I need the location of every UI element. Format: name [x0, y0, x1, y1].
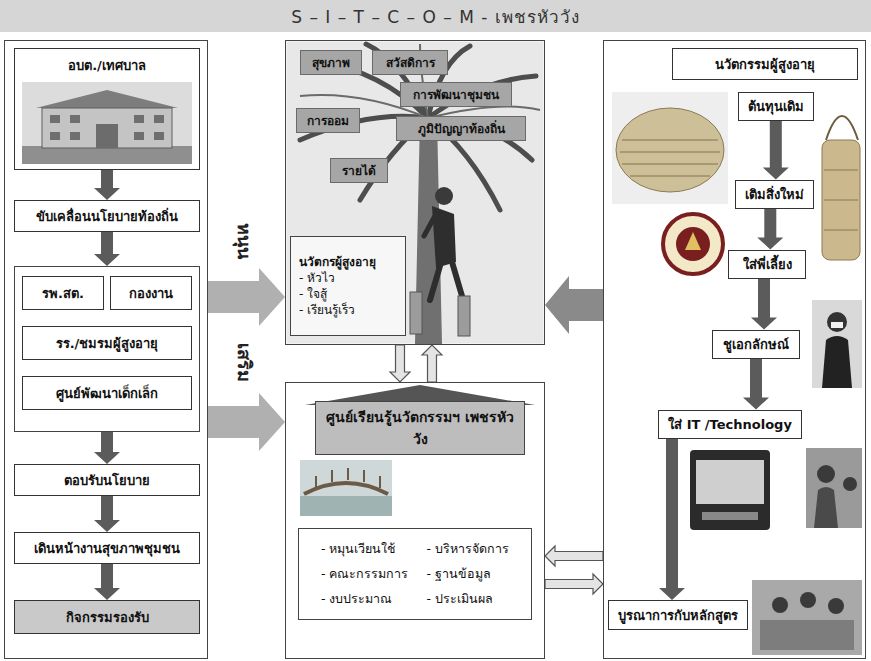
box-text: - หัวไว	[299, 270, 335, 286]
step-box: ใส่ IT /Technology	[658, 410, 802, 439]
block-arrow	[743, 359, 769, 410]
block-arrow	[757, 209, 783, 250]
box-text: ศูนย์พัฒนาเด็กเล็ก	[56, 383, 158, 404]
students-photo	[806, 448, 862, 528]
block-arrow	[208, 393, 285, 451]
block-arrow	[545, 546, 603, 566]
box-text: การออม	[307, 111, 349, 130]
tree-tag: การพัฒนาชุมชน	[400, 82, 512, 107]
box-text: - ใจสู้	[299, 286, 327, 302]
box-text: อบต./เทศบาล	[68, 55, 146, 76]
step-box: ชูเอกลักษณ์	[712, 330, 800, 359]
box-text: ชูเอกลักษณ์	[723, 334, 789, 355]
tree-tag: ภูมิปัญญาท้องถิ่น	[396, 116, 526, 141]
block-arrow	[751, 279, 777, 330]
column-panel: นวัตกรรมผู้สูงอายุต้นทุนเดิมเติมสิ่งใหม่…	[603, 40, 866, 659]
school-logo	[663, 214, 723, 274]
step-box: ต้นทุนเดิม	[738, 92, 814, 121]
tree-tag: สุขภาพ	[300, 50, 362, 75]
process-box: กิจกรรมรองรับ	[14, 600, 200, 634]
box-text: สวัสดิการ	[386, 53, 435, 72]
step-box: ใส่พี่เลี้ยง	[728, 250, 806, 279]
block-arrow	[545, 574, 603, 594]
block-arrow	[94, 432, 120, 464]
box-text: - หมุนเวียนใช้	[321, 539, 408, 559]
box-text: เติมสิ่งใหม่	[745, 184, 804, 205]
title-text: S – I – T – C – O – M - เพชรหัววัง	[291, 3, 580, 30]
heading-box: นวัตกรรมผู้สูงอายุ	[672, 48, 858, 80]
tree-tag: รายได้	[330, 158, 388, 183]
process-box: ขับเคลื่อนนโยบายท้องถิ่น	[14, 200, 200, 232]
block-arrow	[422, 345, 442, 382]
box-text: ใส่ IT /Technology	[668, 414, 792, 435]
box-text: ตอบรับนโยบาย	[64, 470, 150, 491]
step-box: เติมสิ่งใหม่	[735, 180, 814, 209]
box-text: บูรณาการกับหลักสูตร	[618, 605, 738, 626]
innovator-box: นวัตกรผู้สูงอายุ- หัวไว- ใจสู้- เรียนรู้…	[290, 236, 406, 336]
unit-box: รร./ชมรมผู้สูงอายุ	[22, 326, 192, 360]
title-band: S – I – T – C – O – M - เพชรหัววัง	[0, 0, 871, 32]
unit-box: ศูนย์พัฒนาเด็กเล็ก	[22, 376, 192, 410]
box-text: ภูมิปัญญาท้องถิ่น	[418, 119, 505, 138]
unit-box: รพ.สต.	[22, 276, 104, 310]
bridge-photo	[300, 460, 392, 516]
box-text: เดินหน้างานสุขภาพชุมชน	[34, 538, 180, 559]
box-text: ศูนย์เรียนรู้นวัตกรรมฯ เพชรหัววัง	[326, 406, 514, 450]
box-text: สุขภาพ	[312, 53, 350, 72]
centre-title-box: ศูนย์เรียนรู้นวัตกรรมฯ เพชรหัววัง	[315, 401, 525, 455]
box-text: - คณะกรรมการ	[321, 564, 408, 584]
box-text: รพ.สต.	[42, 283, 84, 304]
edge-label: หนุน	[230, 220, 259, 260]
block-arrow	[545, 276, 603, 334]
box-text: นวัตกรรมผู้สูงอายุ	[715, 54, 815, 75]
block-arrow	[94, 170, 120, 200]
block-arrow	[94, 564, 120, 600]
phone-screenshot	[690, 450, 770, 530]
tall-basket-photo	[822, 116, 860, 260]
box-text: ใส่พี่เลี้ยง	[743, 254, 792, 275]
box-text: - บริหารจัดการ	[427, 539, 509, 559]
process-box: เดินหน้างานสุขภาพชุมชน	[14, 532, 200, 564]
block-arrow	[208, 268, 285, 326]
unit-box: กองงาน	[110, 276, 192, 310]
tree-tag: สวัสดิการ	[372, 50, 448, 75]
organisation-box: อบต./เทศบาล	[14, 48, 200, 170]
process-box: ตอบรับนโยบาย	[14, 464, 200, 496]
tree-panel: สุขภาพ สวัสดิการการพัฒนาชุมชนการออม ภูมิปั…	[285, 40, 545, 345]
edge-label: เสริม	[230, 341, 259, 384]
block-arrow	[390, 345, 410, 382]
person-photo	[812, 300, 862, 388]
box-text: - งบประมาณ	[321, 589, 408, 609]
centre-panel: ศูนย์เรียนรู้นวัตกรรมฯ เพชรหัววัง - หมุนเ…	[285, 382, 545, 659]
block-arrow	[659, 439, 685, 601]
box-text: รายได้	[342, 161, 376, 180]
box-text: - เรียนรู้เร็ว	[299, 302, 355, 318]
box-text: กองงาน	[129, 283, 173, 304]
tree-tag: การออม	[296, 108, 360, 133]
box-text: ขับเคลื่อนนโยบายท้องถิ่น	[36, 206, 178, 227]
list-box: - หมุนเวียนใช้ - บริหารจัดการ - คณะกรรมการ…	[298, 528, 532, 620]
box-text: การพัฒนาชุมชน	[413, 85, 499, 104]
block-arrow	[763, 121, 789, 180]
box-text: ต้นทุนเดิม	[748, 96, 804, 117]
column-panel: อบต./เทศบาลขับเคลื่อนนโยบายท้องถิ่นรพ.สต…	[4, 40, 208, 659]
classroom-photo	[752, 580, 862, 655]
box-text: รร./ชมรมผู้สูงอายุ	[56, 333, 159, 354]
basket-photo	[612, 92, 728, 204]
box-text: กิจกรรมรองรับ	[66, 607, 149, 628]
office-photo	[22, 82, 192, 164]
box-text: - ฐานข้อมูล	[427, 564, 509, 584]
box-text: - ประเมินผล	[427, 589, 509, 609]
palm-tree-photo	[287, 42, 544, 345]
step-box: บูรณาการกับหลักสูตร	[608, 600, 748, 630]
box-text: นวัตกรผู้สูงอายุ	[299, 254, 376, 270]
block-arrow	[94, 232, 120, 266]
group-box: รพ.สต. กองงานรร./ชมรมผู้สูงอายุศูนย์พัฒนา…	[14, 266, 200, 432]
block-arrow	[94, 496, 120, 532]
